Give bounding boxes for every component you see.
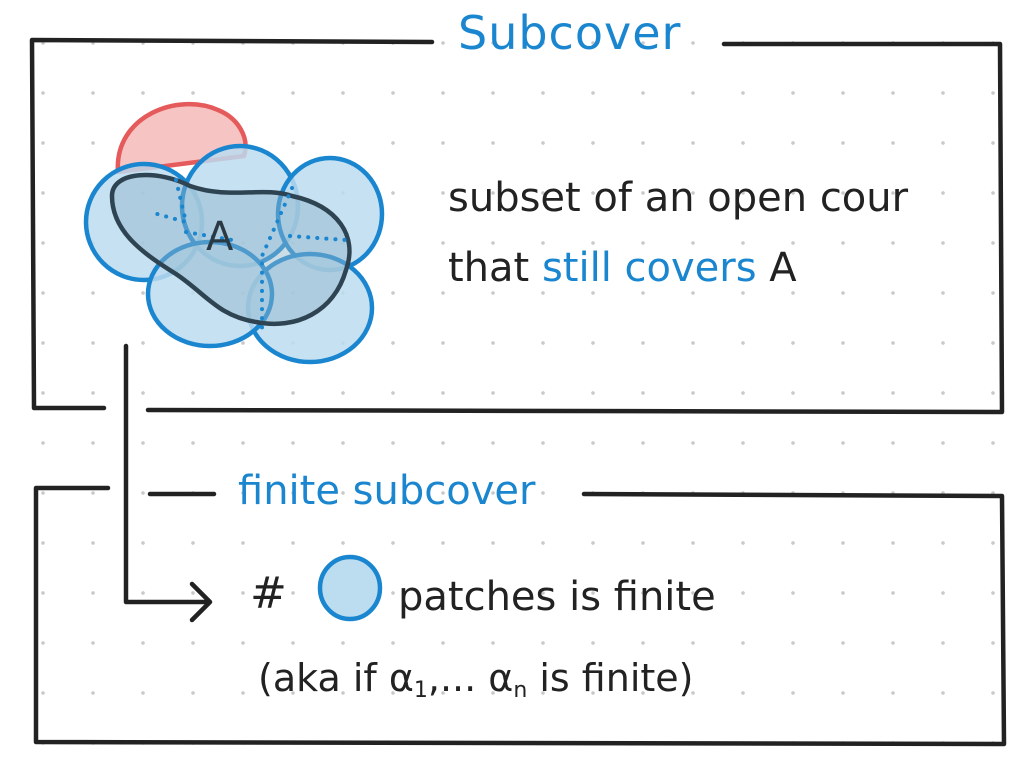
set-a-label: A (206, 214, 234, 260)
subcover-description-line2: that still covers A (448, 245, 797, 291)
desc-still-covers: still covers (541, 245, 757, 291)
hash-symbol: # (250, 568, 287, 619)
aka-line: (aka if α1,... αn is finite) (258, 656, 694, 703)
desc-a: A (769, 245, 797, 291)
subcover-box (29, 37, 1005, 415)
subcover-title: Subcover (458, 6, 682, 60)
single-patch-icon (317, 554, 383, 622)
aka-prefix: (aka if α (258, 656, 414, 700)
alpha-subscript-n: n (513, 678, 528, 703)
aka-mid: ,... α (427, 656, 514, 700)
finite-subcover-title: finite subcover (238, 468, 536, 514)
subcover-description-line1: subset of an open cour (448, 175, 909, 221)
alpha-subscript-1: 1 (413, 678, 428, 703)
desc-that: that (448, 245, 530, 291)
finite-patches-line: patches is finite (398, 574, 716, 620)
set-a-region (109, 172, 352, 327)
aka-suffix: is finite) (527, 656, 694, 700)
connector-arrow (123, 343, 213, 623)
open-cover-patches (83, 143, 385, 365)
finite-subcover-box (33, 485, 1007, 747)
overlap-dots (148, 178, 348, 332)
